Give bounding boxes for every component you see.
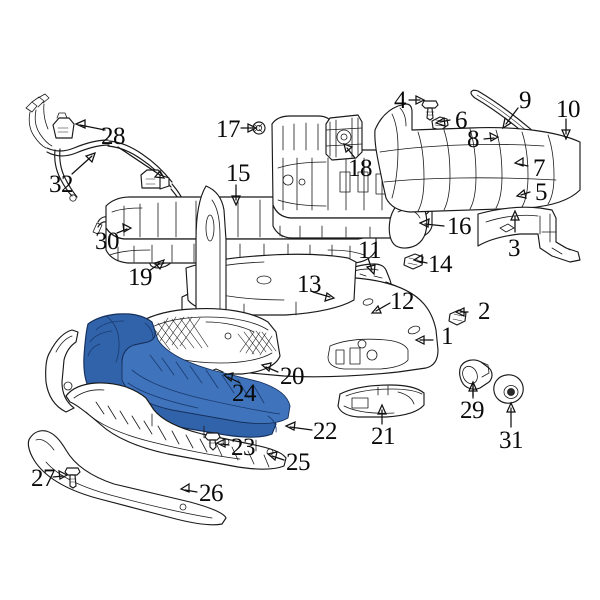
callout-5[interactable]: 5 [535,179,548,206]
callout-3[interactable]: 3 [508,235,521,262]
part-6-retainer-clip [431,116,449,131]
callout-30[interactable]: 30 [95,228,120,255]
callout-15[interactable]: 15 [226,160,251,187]
callout-12[interactable]: 12 [390,288,415,315]
part-31-parking-sensor-retainer-ring [493,374,524,404]
callout-10[interactable]: 10 [556,96,581,123]
callout-18[interactable]: 18 [348,155,373,182]
part-upper-energy-absorber [374,103,581,213]
part-23-valance-mounting-screw [204,432,221,451]
callout-13[interactable]: 13 [297,271,322,298]
callout-17[interactable]: 17 [216,116,241,143]
part-17-hex-nut [252,121,266,135]
callout-26[interactable]: 26 [199,480,224,507]
part-25-lower-air-deflector [65,382,287,470]
callout-8[interactable]: 8 [467,126,480,153]
callout-20[interactable]: 20 [280,363,305,390]
callout-27[interactable]: 27 [31,465,56,492]
part-26-lower-spoiler-trim [27,430,227,526]
part-3-upper-tie-bar-bracket [477,206,581,263]
callout-24[interactable]: 24 [232,380,257,407]
callout-31[interactable]: 31 [499,427,524,454]
callout-21[interactable]: 21 [371,423,396,450]
part-27-spoiler-mounting-screw [64,467,81,489]
callout-29[interactable]: 29 [460,397,485,424]
part-left-lower-bracket [45,329,79,413]
leader-lines [52,94,571,493]
callout-11[interactable]: 11 [358,237,382,264]
callout-19[interactable]: 19 [128,264,153,291]
part-18-center-mounting-bracket [325,114,363,161]
callout-28[interactable]: 28 [101,123,126,150]
callout-9[interactable]: 9 [519,87,532,114]
callout-4[interactable]: 4 [394,87,407,114]
callout-23[interactable]: 23 [231,434,256,461]
part-29-parking-sensor [459,359,493,390]
callout-1[interactable]: 1 [441,323,454,350]
part-4-bolt [421,100,439,121]
callout-16[interactable]: 16 [447,213,472,240]
callout-7[interactable]: 7 [533,155,546,182]
callout-6[interactable]: 6 [455,107,468,134]
part-21-fog-lamp-bezel [337,384,425,418]
callout-14[interactable]: 14 [428,251,453,278]
callout-25[interactable]: 25 [286,449,311,476]
callout-2[interactable]: 2 [478,298,491,325]
callout-22[interactable]: 22 [313,418,338,445]
callout-32[interactable]: 32 [49,171,74,198]
